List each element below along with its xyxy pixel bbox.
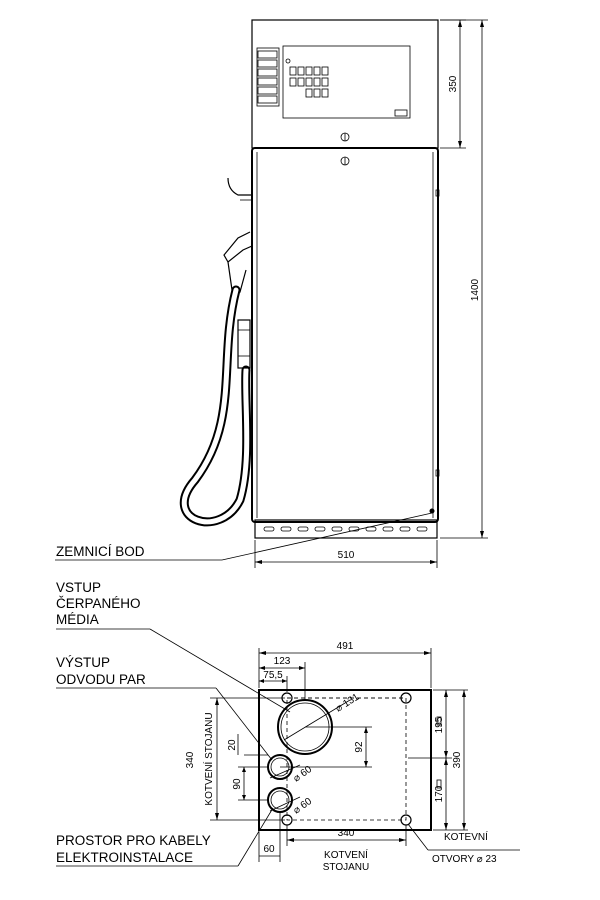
dim-390: 390: [452, 751, 463, 768]
dim-350: 350: [448, 75, 459, 92]
lock-icon-lower: [340, 156, 350, 166]
base-plan-view: ⌀ 131 ⌀ 60 ⌀ 60 491 123 75,5 92: [56, 580, 520, 873]
nozzle-hook: [227, 177, 252, 196]
dim-20: 20: [227, 739, 238, 751]
dim-90: 90: [232, 778, 243, 790]
dim-1400: 1400: [470, 278, 481, 301]
display-panel: [282, 45, 411, 119]
front-view: 350 1400 510 ZEMNICÍ BOD: [55, 19, 488, 568]
dim-510: 510: [338, 550, 355, 561]
label-kotveni: KOTVENÍ: [324, 848, 368, 861]
label-stojanu: STOJANU: [323, 862, 370, 873]
hose-swivel: [237, 319, 251, 369]
display-indicator: [285, 58, 291, 64]
base-outline: [258, 689, 432, 831]
keypad: [256, 47, 280, 107]
dispenser-plinth: [254, 519, 438, 539]
anchor-hole: [400, 692, 412, 704]
label-vstup: VSTUP: [56, 580, 101, 595]
label-elektroinstalace: ELEKTROINSTALACE: [56, 850, 193, 865]
label-cerpaneho: ČERPANÉHO: [56, 596, 141, 611]
dim-340-bottom: 340: [338, 828, 355, 839]
label-prostor: PROSTOR PRO KABELY: [56, 833, 211, 848]
grounding-point: [429, 508, 435, 514]
lock-icon: [340, 132, 350, 142]
dim-340-left: 340: [185, 751, 196, 768]
nozzle-icon: [223, 231, 253, 263]
dim-d131: ⌀ 131: [334, 691, 362, 714]
label-vystup: VÝSTUP: [56, 655, 110, 670]
dim-491: 491: [337, 641, 354, 652]
dispenser-body: [251, 147, 439, 523]
label-media: MÉDIA: [56, 612, 99, 627]
dim-60-bottom: 60: [263, 844, 275, 855]
cable-opening: [267, 787, 293, 813]
dim-170: 170: [434, 785, 445, 802]
dim-75-5: 75,5: [263, 670, 283, 681]
digit-grid: [289, 66, 329, 98]
label-zemnici-bod: ZEMNICÍ BOD: [56, 544, 145, 559]
display-small-tag: [394, 109, 408, 117]
label-kotveni-stojanu-vertical: KOTVENÍ STOJANU: [202, 712, 215, 805]
label-odvodu-par: ODVODU PAR: [56, 672, 146, 687]
label-otvory: OTVORY ⌀ 23: [432, 854, 497, 865]
dim-195: 195: [434, 716, 445, 733]
dim-123: 123: [274, 656, 291, 667]
plinth-slots: [263, 526, 428, 532]
dim-92: 92: [354, 741, 365, 753]
label-kotevni: KOTEVNÍ: [444, 830, 488, 843]
dim-d60-b: ⌀ 60: [291, 796, 314, 817]
